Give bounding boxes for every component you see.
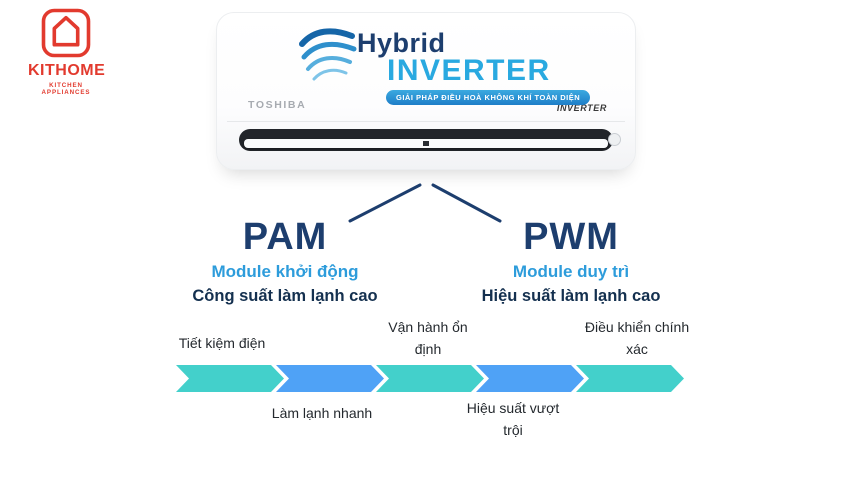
- ac-louver-flap: [244, 139, 608, 148]
- feature-label-fast-cooling: Làm lạnh nhanh: [271, 405, 373, 421]
- wave-swoosh-icon: [299, 28, 357, 81]
- chevron-segment-4: [476, 365, 584, 392]
- ac-flap-notch: [423, 141, 429, 146]
- pwm-role: Module duy trì: [512, 261, 630, 281]
- ac-brand-label: TOSHIBA: [248, 99, 307, 111]
- ac-vent-opening: [239, 129, 613, 151]
- pam-module-block: PAM Module khởi động Công suất làm lạnh …: [180, 216, 390, 306]
- chevron-segment-5: [576, 365, 684, 392]
- feature-label-precise-control: Điều khiển chính xác: [584, 319, 690, 358]
- ac-body-seam: [227, 121, 625, 122]
- connector-lines: [348, 183, 502, 223]
- pam-benefit: Công suất làm lạnh cao: [192, 286, 378, 305]
- ac-model-label: INVERTER: [556, 103, 607, 113]
- pam-role: Module khởi động: [211, 261, 359, 281]
- ac-power-indicator: [608, 133, 621, 146]
- kithome-house-icon: [41, 8, 91, 58]
- feature-label-superior-efficiency: Hiệu suất vượt trội: [466, 400, 560, 439]
- feature-chevron-bar: [176, 365, 684, 392]
- chevron-segment-2: [276, 365, 384, 392]
- inverter-title: INVERTER: [387, 54, 551, 87]
- hybrid-title: Hybrid: [357, 28, 446, 58]
- chevron-segment-1: [176, 365, 284, 392]
- feature-label-stable-operation: Vận hành ổn định: [388, 319, 468, 358]
- pwm-module-block: PWM Module duy trì Hiệu suất làm lạnh ca…: [466, 216, 676, 306]
- logo-brand-text: KITHOME: [28, 62, 106, 79]
- kithome-logo: KITHOME KITCHEN APPLIANCES: [28, 6, 106, 96]
- hero-banner-text: GIẢI PHÁP ĐIỀU HOÀ KHÔNG KHÍ TOÀN DIỆN: [386, 90, 591, 105]
- chevron-segment-3: [376, 365, 484, 392]
- pam-abbr: PAM: [242, 216, 328, 258]
- pwm-abbr: PWM: [523, 216, 619, 258]
- feature-label-energy-saving: Tiết kiệm điện: [178, 335, 266, 351]
- pwm-benefit: Hiệu suất làm lạnh cao: [481, 286, 661, 305]
- logo-tagline-text: KITCHEN APPLIANCES: [41, 81, 91, 96]
